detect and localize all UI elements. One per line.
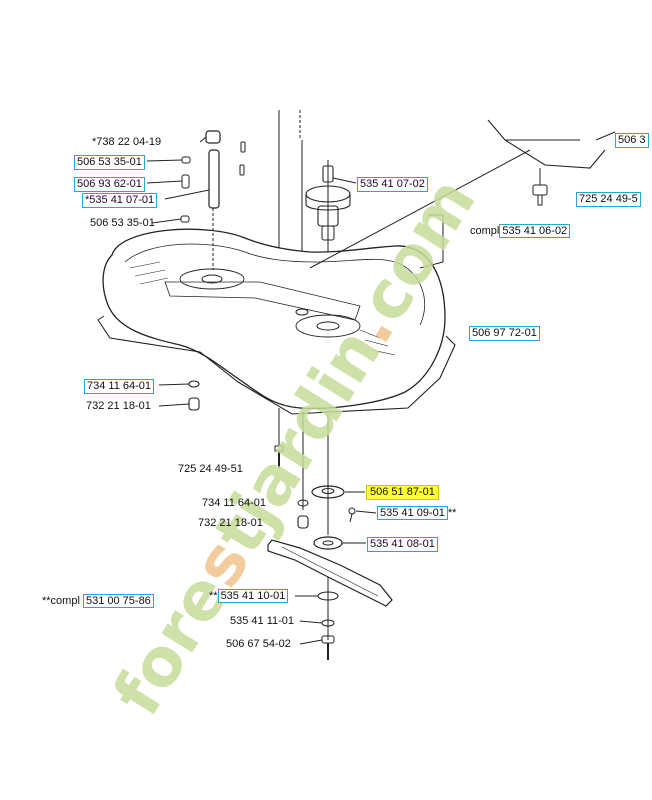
part-label-734-11-64-01-b: 734 11 64-01 xyxy=(202,497,267,509)
part-label-535-41-07-01[interactable]: *535 41 07-01 xyxy=(82,193,158,208)
part-label-506-3[interactable]: 506 3 xyxy=(615,133,649,148)
part-label-506-67-54-02: 506 67 54-02 xyxy=(226,638,291,650)
part-label-734-11-64-01[interactable]: 734 11 64-01 xyxy=(84,379,155,394)
part-label-725-24-49-51: 725 24 49-51 xyxy=(178,463,243,475)
part-label-732-21-18-01: 732 21 18-01 xyxy=(86,400,151,412)
part-label-506-53-35-01[interactable]: 506 53 35-01 xyxy=(74,155,145,170)
part-label-732-21-18-01-b: 732 21 18-01 xyxy=(198,517,263,529)
part-label-738-22-04-19: *738 22 04-19 xyxy=(92,136,162,148)
part-label-506-97-72-01[interactable]: 506 97 72-01 xyxy=(469,326,540,341)
cutter-deck-housing xyxy=(102,228,446,409)
part-label-535-41-08-01[interactable]: 535 41 08-01 xyxy=(367,537,438,552)
part-number-531-00-75-86[interactable]: 531 00 75-86 xyxy=(82,594,154,608)
part-label-725-24-49-5[interactable]: 725 24 49-5 xyxy=(576,192,641,207)
part-label-506-93-62-01[interactable]: 506 93 62-01 xyxy=(74,177,145,192)
part-label-compl-531-00-75-86: **compl 531 00 75-86 xyxy=(42,594,154,608)
part-label-535-41-07-02[interactable]: 535 41 07-02 xyxy=(357,177,428,192)
part-label-506-51-87-01-highlighted[interactable]: 506 51 87-01 xyxy=(366,485,439,500)
part-label-535-41-11-01: 535 41 11-01 xyxy=(230,615,295,627)
mower-blade xyxy=(267,539,393,607)
part-label-506-53-35-01-b: 506 53 35-01 xyxy=(90,217,155,229)
part-label-535-41-09-01: 535 41 09-01** xyxy=(377,506,456,520)
part-number-535-41-06-02[interactable]: 535 41 06-02 xyxy=(499,224,571,238)
part-number-535-41-09-01[interactable]: 535 41 09-01 xyxy=(377,506,448,520)
part-number-535-41-10-01[interactable]: 535 41 10-01 xyxy=(217,589,289,603)
part-label-535-41-10-01: **535 41 10-01 xyxy=(209,589,289,603)
